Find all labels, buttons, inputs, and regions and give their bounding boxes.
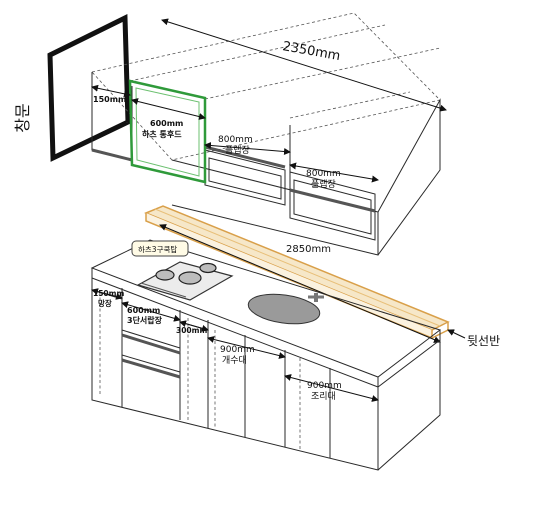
gap-width-label: 150mm xyxy=(93,289,124,298)
prep-dim xyxy=(284,374,379,402)
gap-name-label: 망장 xyxy=(98,298,112,308)
oven-dim xyxy=(121,301,181,322)
window xyxy=(47,14,131,162)
hood-width-label: 600mm xyxy=(150,119,183,128)
lower-total-dim xyxy=(159,224,441,343)
sink-dim xyxy=(207,336,286,359)
gap-dim xyxy=(91,288,123,300)
flap2-dim xyxy=(289,162,379,183)
hood-dim xyxy=(131,98,206,120)
window-gap-dim xyxy=(91,84,131,98)
prep-width-label: 900mm xyxy=(307,381,342,391)
flap2-width-label: 800mm xyxy=(306,169,341,179)
oven-name-label: 3단서랍장 xyxy=(127,315,163,325)
stove-name-label: 하츠3구쿡탑 xyxy=(138,244,177,254)
window-label: 창문 xyxy=(13,103,32,132)
oven-width-label: 600mm xyxy=(127,306,160,315)
hood-name-label: 하츠 통후드 xyxy=(142,129,182,139)
sink-offset-label: 300mm xyxy=(176,326,207,335)
flap2-name-label: 플랩장 xyxy=(311,178,336,190)
sink xyxy=(247,293,324,325)
prep-name-label: 조리대 xyxy=(311,391,336,402)
backsplash-label: 뒷선반 xyxy=(467,334,500,348)
sink-offset-dim xyxy=(179,320,209,332)
backsplash-arrow xyxy=(447,329,466,339)
flap1-dim xyxy=(204,142,291,155)
sink-name-label: 개수대 xyxy=(222,355,247,366)
lower-total-label: 2850mm xyxy=(286,244,331,255)
stove-tag xyxy=(131,240,189,257)
cooktop xyxy=(131,240,234,301)
window-gap-label: 150mm xyxy=(93,95,126,104)
lower-cabinets xyxy=(90,239,442,471)
flap1-width-label: 800mm xyxy=(218,135,253,145)
flap1-name-label: 플랩장 xyxy=(225,144,250,156)
sink-width-label: 900mm xyxy=(220,345,255,355)
upper-total-dim xyxy=(161,18,447,112)
